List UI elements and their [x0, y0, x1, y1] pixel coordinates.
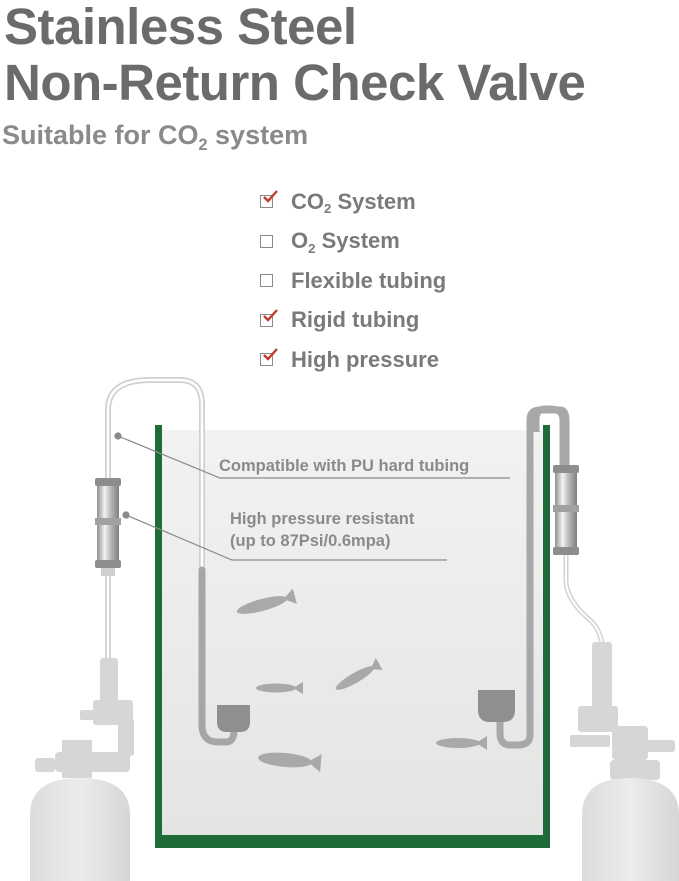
- annotation-pu-tubing: Compatible with PU hard tubing: [219, 457, 470, 475]
- checked-box-icon: [260, 348, 278, 367]
- subtitle-subscript: 2: [198, 135, 208, 154]
- subtitle-prefix: Suitable for CO: [2, 120, 199, 150]
- left-check-valve-icon: [95, 478, 121, 576]
- checked-box-icon: [260, 190, 278, 209]
- right-flex-tubing-edge: [565, 555, 604, 656]
- checklist-label: High pressure: [291, 346, 439, 372]
- checklist-item-o2-system: O2 System: [260, 222, 446, 262]
- checklist-label: Flexible tubing: [291, 267, 447, 293]
- right-regulator-icon: [570, 642, 675, 780]
- left-co2-cylinder-icon: [30, 778, 130, 881]
- annotation-leaders: [114, 432, 510, 561]
- tank-right-wall: [543, 425, 550, 845]
- right-flex-tubing: [563, 555, 606, 656]
- right-diffuser-icon: [478, 690, 515, 722]
- left-regulator-icon: [35, 658, 134, 778]
- fish-icon: [236, 588, 297, 614]
- annotation-pressure-line-1: High pressure resistant: [230, 510, 415, 528]
- page-title-line-1: Stainless Steel: [4, 0, 357, 55]
- empty-box-icon: [260, 274, 273, 288]
- checklist-label: O2 System: [291, 228, 400, 256]
- page-title-line-2: Non-Return Check Valve: [4, 54, 586, 111]
- left-rigid-tube: [198, 566, 238, 746]
- fish-icon: [256, 682, 303, 694]
- checklist-label: Rigid tubing: [291, 307, 420, 333]
- right-co2-cylinder-icon: [582, 778, 679, 881]
- checked-box-icon: [260, 308, 278, 327]
- checklist-item-co2-system: CO2 System: [260, 182, 446, 222]
- right-tube-bend: [526, 406, 570, 470]
- fish-group: [236, 588, 487, 773]
- tank-bottom: [155, 835, 550, 848]
- subtitle-suffix: system: [207, 120, 309, 150]
- fish-icon: [258, 752, 322, 773]
- tank-water: [162, 430, 543, 837]
- checklist-item-rigid-tubing: Rigid tubing: [260, 301, 446, 341]
- right-inner-tube: [496, 416, 534, 749]
- checklist-item-flexible-tubing: Flexible tubing: [260, 261, 446, 301]
- subtitle: Suitable for CO2 system: [2, 120, 309, 154]
- right-check-valve-icon: [553, 465, 579, 555]
- left-diffuser-icon: [217, 705, 250, 732]
- annotation-pressure-line-2: (up to 87Psi/0.6mpa): [230, 532, 391, 550]
- tank-left-wall: [155, 425, 162, 845]
- fish-icon: [436, 736, 487, 750]
- checklist-item-high-pressure: High pressure: [260, 340, 446, 380]
- feature-checklist: CO2 System O2 System Flexible tubing Rig…: [260, 182, 446, 380]
- checklist-label: CO2 System: [291, 188, 416, 217]
- fish-icon: [335, 657, 383, 690]
- annotation-high-pressure: High pressure resistant (up to 87Psi/0.6…: [230, 508, 414, 552]
- empty-box-icon: [260, 234, 273, 248]
- left-tubing-edge: [106, 378, 204, 570]
